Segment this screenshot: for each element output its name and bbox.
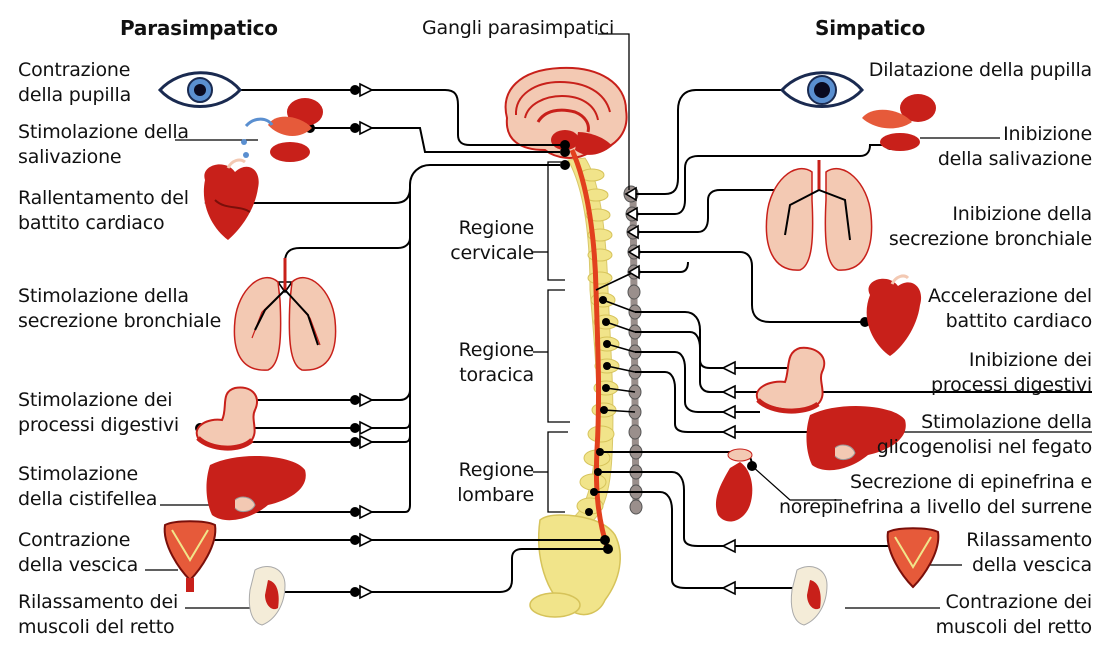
parasympathetic-header: Parasimpatico (120, 16, 278, 40)
symp-label-pupil: Dilatazione della pupilla (868, 59, 1092, 81)
eye-icon (779, 71, 864, 108)
stomach-icon (195, 386, 258, 451)
adrenal-gland-icon (715, 448, 753, 522)
sympathetic-ganglia-arrows (624, 186, 736, 596)
rectum-icon (790, 566, 828, 626)
liver-icon (806, 405, 906, 471)
heart-icon (866, 274, 922, 356)
salivary-gland-icon (862, 94, 936, 151)
ganglia-header: Gangli parasimpatici (422, 17, 615, 39)
rectum-icon (248, 566, 286, 626)
region-brackets (533, 33, 630, 513)
bladder-icon (163, 520, 217, 592)
heart-icon (203, 158, 259, 240)
stomach-icon (755, 346, 826, 414)
spinal-column-icon (529, 148, 621, 618)
liver-icon (206, 455, 306, 521)
sympathetic-header: Simpatico (815, 16, 926, 40)
parasympathetic-pathways (185, 89, 608, 593)
lungs-icon (765, 160, 873, 271)
sympathetic-rami (595, 271, 636, 413)
bladder-icon (886, 527, 940, 589)
salivary-gland-icon (241, 98, 323, 162)
lungs-icon (233, 258, 337, 371)
eye-icon (157, 71, 242, 108)
brain-icon (504, 66, 628, 159)
